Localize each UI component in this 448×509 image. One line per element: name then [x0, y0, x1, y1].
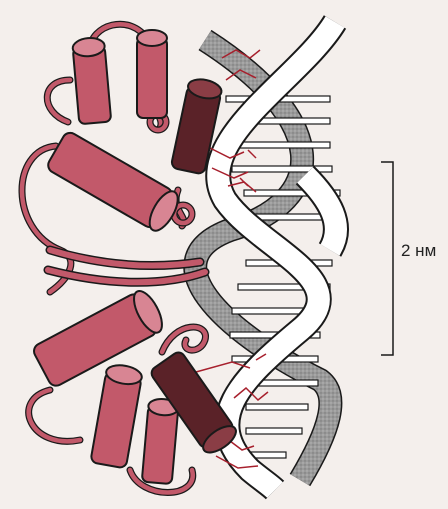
alpha-helix-4 — [31, 287, 167, 389]
alpha-helix-1 — [72, 37, 111, 124]
alpha-helix-5 — [90, 363, 143, 469]
alpha-helix-6 — [142, 398, 179, 484]
alpha-helix-3 — [45, 130, 183, 235]
scale-label: 2 нм — [401, 241, 436, 261]
scale-bracket — [381, 162, 393, 355]
alpha-helix-2 — [137, 30, 167, 118]
